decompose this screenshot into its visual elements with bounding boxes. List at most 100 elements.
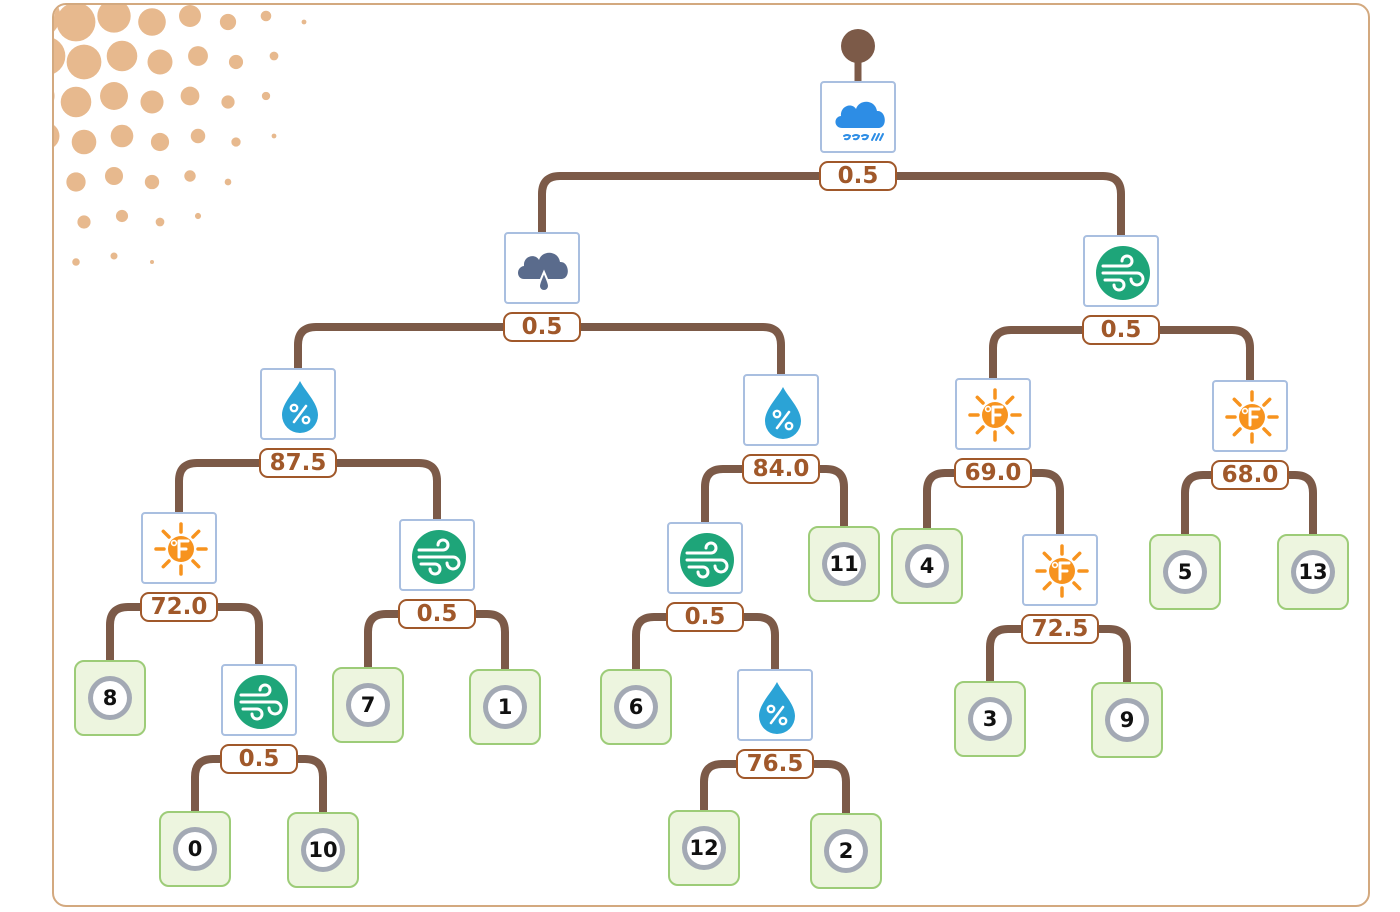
- decoration-dot: [77, 215, 91, 229]
- decision-node-temp[interactable]: [141, 512, 217, 584]
- tree-edge: [175, 603, 263, 668]
- leaf-ring: 4: [905, 544, 949, 588]
- tree-edge: [701, 465, 785, 526]
- leaf-node[interactable]: 2: [810, 813, 882, 889]
- leaf-label: 1: [488, 690, 522, 724]
- tree-edge: [294, 323, 546, 372]
- rain-cloud-icon: [835, 101, 885, 141]
- tree-edge: [1246, 471, 1317, 538]
- tree-edge: [175, 459, 302, 516]
- temperature-f-icon: [968, 388, 1022, 442]
- threshold-label: 0.5: [503, 312, 581, 342]
- decoration-dot: [228, 54, 244, 70]
- leaf-label: 11: [827, 547, 861, 581]
- leaf-node[interactable]: 11: [808, 526, 880, 602]
- decoration-dot: [194, 212, 202, 220]
- tree-edge: [771, 760, 850, 817]
- decoration-dot: [150, 132, 170, 152]
- leaf-node[interactable]: 7: [332, 667, 404, 743]
- tree-edge: [777, 465, 848, 530]
- leaf-node[interactable]: 3: [954, 681, 1026, 757]
- leaf-node[interactable]: 10: [287, 812, 359, 888]
- decision-node-rain[interactable]: [820, 81, 896, 153]
- tree-edge: [923, 469, 997, 532]
- leaf-ring: 7: [346, 683, 390, 727]
- decoration-dot: [115, 209, 129, 223]
- leaf-node[interactable]: 0: [159, 811, 231, 887]
- tree-edge: [538, 172, 862, 236]
- humidity-icon: [282, 381, 318, 433]
- tree-edge: [1056, 625, 1131, 686]
- leaf-ring: 10: [301, 828, 345, 872]
- tree-edge: [701, 613, 779, 673]
- decision-node-humidity[interactable]: [260, 368, 336, 440]
- threshold-label: 68.0: [1211, 460, 1289, 490]
- leaf-node[interactable]: 9: [1091, 682, 1163, 758]
- decoration-dot: [110, 252, 118, 260]
- leaf-ring: 2: [824, 829, 868, 873]
- leaf-node[interactable]: 1: [469, 669, 541, 745]
- leaf-label: 12: [687, 831, 721, 865]
- leaf-node[interactable]: 4: [891, 528, 963, 604]
- leaf-label: 7: [351, 688, 385, 722]
- decision-node-wind[interactable]: [667, 522, 743, 594]
- leaf-label: 6: [619, 690, 653, 724]
- tree-edge: [433, 610, 509, 673]
- tree-edge: [989, 469, 1064, 538]
- leaf-label: 9: [1110, 703, 1144, 737]
- decoration-dot: [60, 86, 92, 118]
- tree-edge: [255, 755, 327, 816]
- leaf-ring: 5: [1163, 550, 1207, 594]
- decision-node-temp[interactable]: [955, 378, 1031, 450]
- decision-node-wind[interactable]: [399, 519, 475, 591]
- leaf-label: 8: [93, 681, 127, 715]
- decision-node-humidity[interactable]: [737, 669, 813, 741]
- decoration-dot: [66, 44, 102, 80]
- decoration-dot: [140, 90, 164, 114]
- leaf-node[interactable]: 6: [600, 669, 672, 745]
- leaf-node[interactable]: 13: [1277, 534, 1349, 610]
- leaf-ring: 0: [173, 827, 217, 871]
- tree-edge: [1117, 326, 1254, 384]
- leaf-label: 13: [1296, 555, 1330, 589]
- temperature-f-icon: [1035, 544, 1089, 598]
- leaf-node[interactable]: 8: [74, 660, 146, 736]
- leaf-label: 2: [829, 834, 863, 868]
- threshold-label: 0.5: [1082, 315, 1160, 345]
- wind-icon: [412, 530, 466, 584]
- tree-edge: [294, 459, 441, 523]
- decoration-dot: [104, 166, 124, 186]
- decoration-dot: [106, 40, 138, 72]
- leaf-label: 5: [1168, 555, 1202, 589]
- cloud-drop-icon: [518, 252, 568, 292]
- root-marker: [841, 29, 875, 63]
- leaf-label: 0: [178, 832, 212, 866]
- decision-node-wind[interactable]: [1083, 235, 1159, 307]
- decoration-dot: [72, 258, 80, 266]
- leaf-ring: 1: [483, 685, 527, 729]
- tree-edge: [986, 625, 1064, 685]
- decoration-dot: [100, 82, 128, 110]
- wind-icon: [680, 533, 734, 587]
- decision-node-cloud[interactable]: [504, 232, 580, 304]
- tree-edge: [854, 172, 1125, 239]
- leaf-node[interactable]: 12: [668, 810, 740, 886]
- decoration-dot: [188, 46, 208, 66]
- decision-node-humidity[interactable]: [743, 374, 819, 446]
- decision-node-temp[interactable]: [1022, 534, 1098, 606]
- decoration-dot: [219, 13, 237, 31]
- decoration-dot: [71, 129, 97, 155]
- threshold-label: 87.5: [259, 448, 337, 478]
- leaf-node[interactable]: 5: [1149, 534, 1221, 610]
- decision-node-wind[interactable]: [221, 664, 297, 736]
- decoration-dot: [110, 124, 134, 148]
- leaf-ring: 3: [968, 697, 1012, 741]
- leaf-ring: 8: [88, 676, 132, 720]
- decoration-dot: [138, 8, 166, 36]
- tree-edge: [106, 603, 183, 664]
- decision-node-temp[interactable]: [1212, 380, 1288, 452]
- threshold-label: 69.0: [954, 458, 1032, 488]
- leaf-ring: 11: [822, 542, 866, 586]
- leaf-label: 10: [306, 833, 340, 867]
